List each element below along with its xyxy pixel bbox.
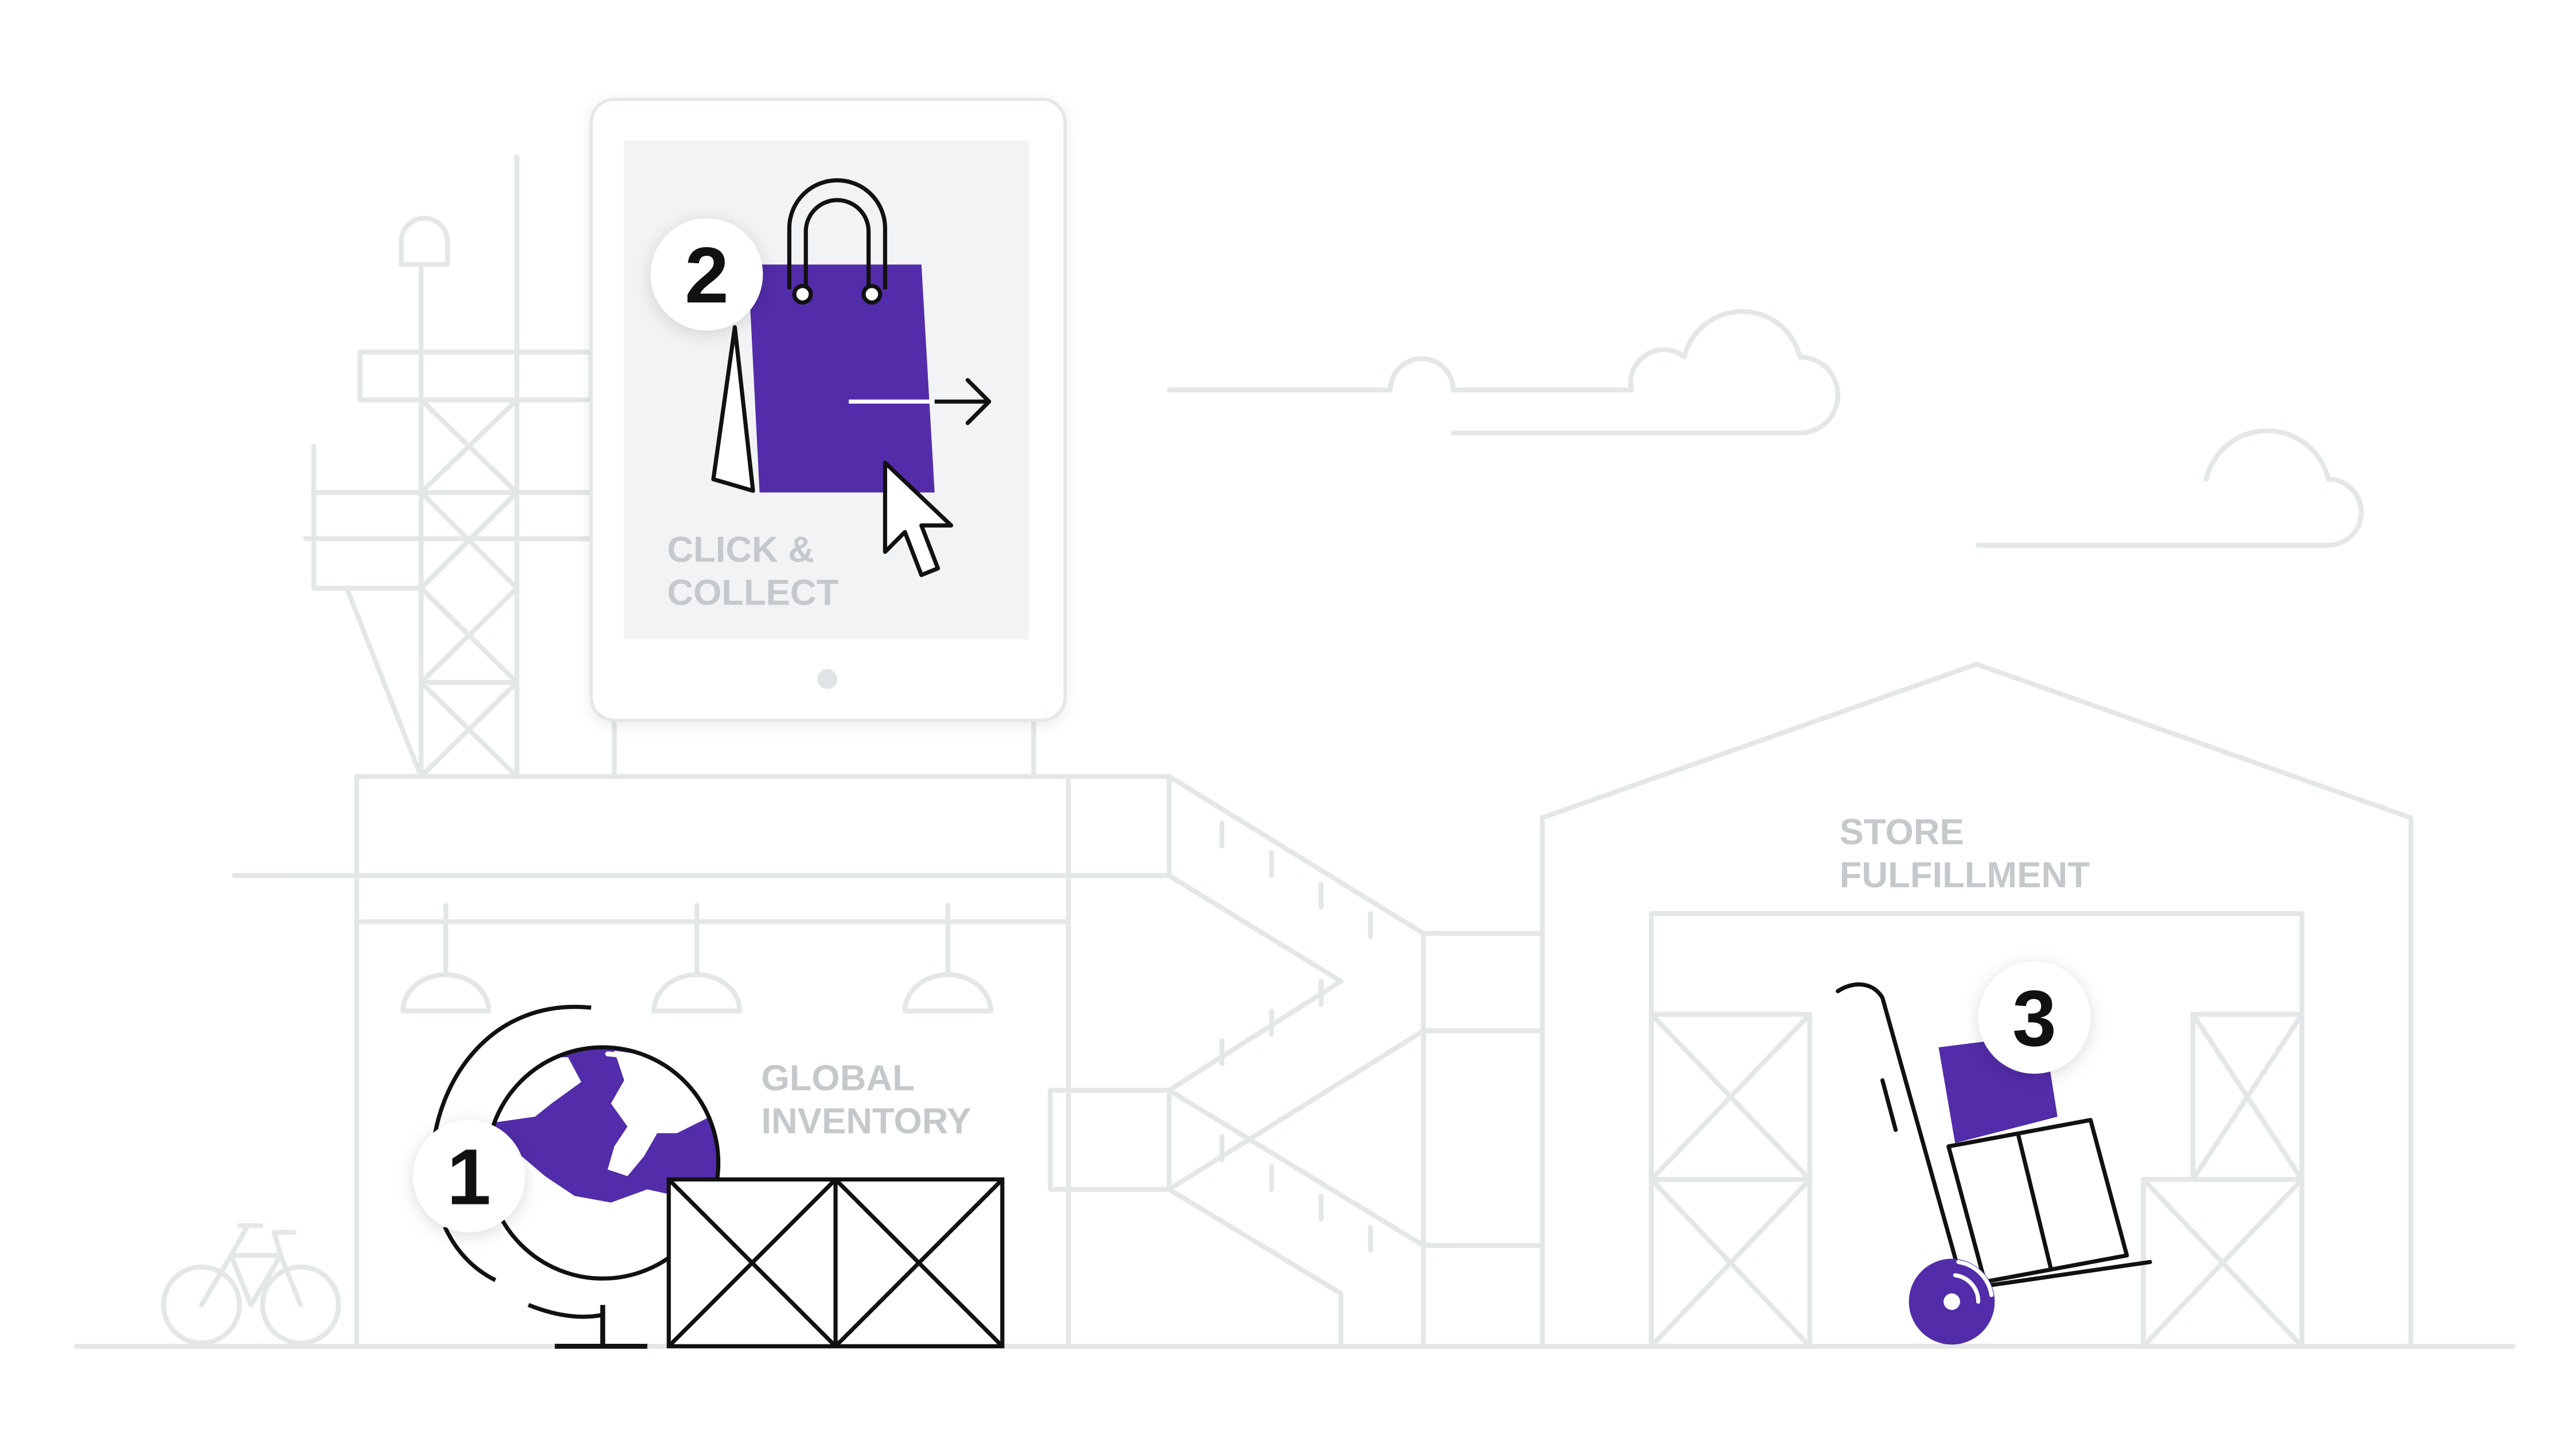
platform-building — [232, 774, 1172, 1349]
tablet-home-button — [817, 669, 837, 689]
store-fulfillment-label-line2: FULFILLMENT — [1840, 855, 2090, 895]
store-fulfillment-label-line1: STORE — [1840, 812, 1964, 852]
exit-arrow-icon — [849, 378, 992, 426]
step-badge-2: 2 — [650, 218, 763, 331]
clouds — [1166, 309, 2364, 548]
step-number-1: 1 — [447, 1133, 491, 1222]
staircase — [1166, 774, 1545, 1349]
click-collect-label-line2: COLLECT — [667, 572, 838, 613]
click-collect-label-line1: CLICK & — [667, 530, 814, 570]
warehouse — [1540, 661, 2414, 1349]
step-badge-3: 3 — [1978, 961, 2091, 1074]
shopping-bag-icon — [711, 178, 935, 493]
step-number-2: 2 — [685, 231, 729, 319]
step-badge-1: 1 — [412, 1120, 525, 1233]
cursor-icon — [883, 461, 954, 578]
step-number-3: 3 — [2012, 974, 2056, 1063]
background-structures — [73, 154, 2516, 1349]
crates-icon — [666, 1177, 1005, 1348]
tower — [303, 154, 594, 779]
global-inventory-label-line1: GLOBAL — [761, 1058, 914, 1098]
global-inventory-label-line2: INVENTORY — [761, 1101, 971, 1141]
bicycle-icon — [161, 1223, 341, 1346]
